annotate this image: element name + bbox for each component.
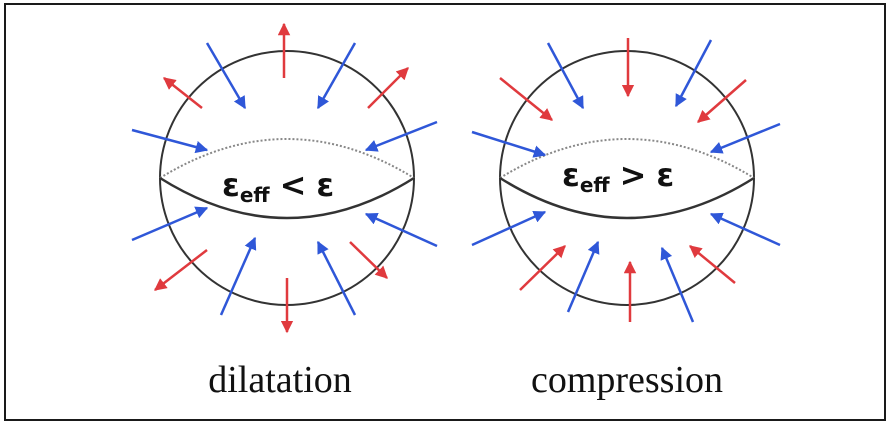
outward-arrow xyxy=(163,77,203,109)
inward-arrow xyxy=(519,245,566,291)
formula-relation: < xyxy=(280,166,307,204)
formula-subscript: eff xyxy=(580,173,611,197)
inward-arrow xyxy=(471,210,547,247)
formula-subscript: eff xyxy=(240,183,271,207)
compression-crack-lower xyxy=(499,176,755,220)
inward-arrow xyxy=(205,42,247,110)
compression-caption: compression xyxy=(530,359,724,401)
inward-arrow xyxy=(709,122,781,154)
formula-symbol: ε xyxy=(562,156,580,194)
inward-arrow xyxy=(689,245,736,284)
formula-rhs: ε xyxy=(316,166,334,204)
inward-arrow xyxy=(316,42,357,110)
inward-arrow xyxy=(471,130,547,158)
inward-arrow xyxy=(316,240,357,316)
dilatation-arrows xyxy=(131,22,438,334)
inward-arrow xyxy=(131,206,209,242)
dilatation-formula: εeff<ε xyxy=(222,166,334,207)
formula-rhs: ε xyxy=(656,156,674,194)
inward-arrow xyxy=(219,236,257,316)
compression-panel: εeff>ε xyxy=(471,38,781,323)
inward-arrow xyxy=(131,128,209,154)
outward-arrow xyxy=(349,241,388,279)
outward-arrow xyxy=(367,67,409,109)
compression-arrows xyxy=(471,38,781,323)
inward-arrow xyxy=(697,79,747,123)
dilatation-panel: εeff<ε xyxy=(131,22,438,334)
figure-frame xyxy=(4,3,886,421)
inward-arrow xyxy=(674,39,713,108)
compression-crack-upper xyxy=(499,138,755,179)
inward-arrow xyxy=(566,240,600,313)
inward-arrow xyxy=(364,212,438,248)
dilatation-crack-upper xyxy=(159,138,415,179)
outward-arrow xyxy=(154,249,208,291)
formula-relation: > xyxy=(620,156,647,194)
inward-arrow xyxy=(546,42,585,110)
dilatation-crack-lower xyxy=(159,176,415,220)
inward-arrow xyxy=(660,246,695,323)
inward-arrow xyxy=(709,212,781,247)
inward-arrow xyxy=(364,120,438,152)
inward-arrow xyxy=(499,77,553,121)
compression-formula: εeff>ε xyxy=(562,156,674,197)
dilatation-caption: dilatation xyxy=(208,359,352,401)
formula-symbol: ε xyxy=(222,166,240,204)
